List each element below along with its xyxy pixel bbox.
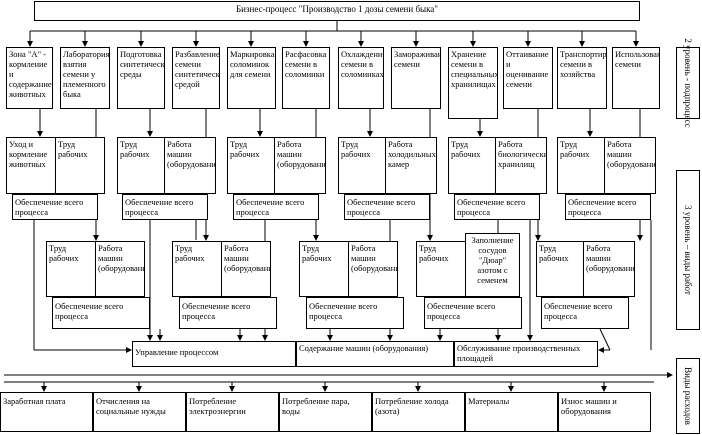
row1-group6-right: Работа машин (оборудования) — [604, 137, 656, 194]
row2-group1-left: Труд рабочих — [46, 241, 96, 297]
row2-group2-right: Работа машин (оборудования) — [221, 241, 271, 297]
row2-group3-bottom: Обеспечение всего процесса — [306, 297, 404, 329]
cost-materials: Материалы — [465, 392, 558, 432]
equipment-maintenance: Содержание машин (оборудования) — [296, 341, 454, 367]
row1-group5-left: Труд рабочих — [448, 137, 496, 194]
subprocess-9: Хранение семени в специальных хранилищах — [448, 47, 498, 119]
cost-cold-nitrogen: Потребление холода (азота) — [372, 392, 465, 432]
subprocess-12: Использование семени — [612, 47, 660, 109]
row2-group2-bottom: Обеспечение всего процесса — [179, 297, 277, 329]
subprocess-4: Разбавление семени синтетической средой — [172, 47, 220, 109]
subprocess-3: Подготовка синтетической среды — [117, 47, 165, 109]
row2-group3-left: Труд рабочих — [299, 241, 349, 297]
row1-group1-bottom: Обеспечение всего процесса — [12, 194, 98, 220]
row1-group2-bottom: Обеспечение всего процесса — [122, 194, 208, 220]
row2-group5-bottom: Обеспечение всего процесса — [541, 297, 629, 329]
subprocess-5: Маркировка соломинок для семени — [227, 47, 276, 109]
subprocess-6: Расфасовка семени в соломинки — [282, 47, 330, 109]
cost-social: Отчисления на социальные нужды — [93, 392, 186, 432]
row1-group3-bottom: Обеспечение всего процесса — [233, 194, 319, 220]
side-label-level3-text: 3 уровень – виды работ — [683, 205, 693, 295]
row1-group1-left: Уход и кормление животных — [6, 137, 56, 194]
row1-group4-right: Работа холодильных камер — [385, 137, 437, 194]
side-label-costs-text: Виды расходов — [683, 367, 693, 425]
side-label-level3: 3 уровень – виды работ — [676, 170, 700, 330]
row2-group4-left: Труд рабочих — [416, 241, 466, 297]
subprocess-1: Зона "А" - кормление и содержание животн… — [6, 47, 53, 109]
row1-group1-right: Труд рабочих — [55, 137, 105, 194]
row2-group2-left: Труд рабочих — [172, 241, 222, 297]
row2-group4-right: Заполнение сосудов "Дюар" азотом с семен… — [465, 233, 520, 297]
side-label-level2-text: 2 уровень - подпроцесс — [683, 38, 693, 128]
subprocess-7: Охлаждение семени в соломинках — [338, 47, 384, 109]
cost-wages: Заработная плата — [0, 392, 93, 432]
cost-electricity: Потребление электроэнергии — [186, 392, 279, 432]
row2-group1-right: Работа машин (оборудования) — [95, 241, 145, 297]
row2-group1-bottom: Обеспечение всего процесса — [52, 297, 150, 329]
premises-service: Обслуживание производственных площадей — [454, 341, 598, 367]
row1-group3-right: Работа машин (оборудования) — [274, 137, 326, 194]
subprocess-11: Транспортировка семени в хозяйства — [557, 47, 607, 109]
row1-group6-left: Труд рабочих — [557, 137, 605, 194]
process-management: Управление процессом — [132, 341, 296, 367]
cost-steam-water: Потребление пара, воды — [279, 392, 372, 432]
row2-group5-right: Работа машин (оборудования) — [583, 241, 635, 297]
process-title: Бизнес-процесс "Производство 1 дозы семе… — [34, 1, 640, 21]
row2-group4-bottom: Обеспечение всего процесса — [424, 297, 522, 329]
cost-depreciation: Износ машин и оборудования — [558, 392, 651, 432]
row1-group6-bottom: Обеспечение всего процесса — [565, 194, 651, 220]
side-label-costs: Виды расходов — [676, 358, 700, 434]
row1-group2-left: Труд рабочих — [117, 137, 165, 194]
side-label-level2: 2 уровень - подпроцесс — [676, 38, 700, 128]
row1-group4-bottom: Обеспечение всего процесса — [344, 194, 430, 220]
row1-group2-right: Работа машин (оборудования) — [164, 137, 216, 194]
row1-group3-left: Труд рабочих — [227, 137, 275, 194]
row1-group4-left: Труд рабочих — [338, 137, 386, 194]
row1-group5-right: Работа биологических хранилищ — [495, 137, 547, 194]
subprocess-2: Лаборатория взятия семени у племенного б… — [60, 47, 110, 109]
row1-group5-bottom: Обеспечение всего процесса — [454, 194, 540, 220]
connector — [599, 328, 611, 351]
subprocess-10: Оттаивание и оценивание семени — [503, 47, 553, 109]
row2-group5-left: Труд рабочих — [536, 241, 584, 297]
subprocess-8: Замораживание семени — [391, 47, 441, 109]
row2-group3-right: Работа машин (оборудования) — [348, 241, 398, 297]
